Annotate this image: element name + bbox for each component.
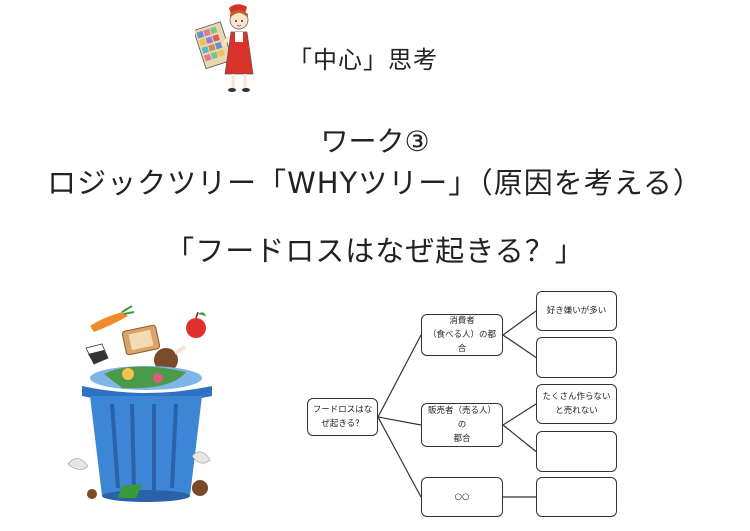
tree-reason-box-empty: [536, 337, 617, 378]
tree-branch-consumer: 消費者 （食べる人）の都合: [421, 314, 503, 356]
tree-root-text: フードロスはなぜ起きる？: [312, 405, 373, 429]
tree-reason-box: たくさん作らないと売れない: [536, 384, 617, 424]
connector-root-branch: [377, 334, 422, 418]
tree-reason-box-empty: [536, 477, 617, 517]
branch-consumer-line2: （食べる人）の都合: [427, 330, 496, 354]
connector-branch-reason: [502, 310, 537, 336]
reason-text: たくさん作らないと売れない: [542, 392, 611, 416]
branch-consumer-line1: 消費者: [449, 316, 475, 326]
question-title: 「フードロスはなぜ起きる？」: [165, 234, 585, 268]
header-label: 「中心」思考: [288, 46, 438, 74]
tree-branch-other: ○○: [421, 477, 503, 517]
tree-reason-box: 好き嫌いが多い: [536, 291, 617, 331]
connector-root-branch: [377, 416, 422, 498]
connector-branch-reason: [502, 424, 537, 452]
branch-seller-line1: 販売者（売る人）の: [427, 406, 496, 430]
connector-branch-reason: [502, 334, 537, 358]
tree-branch-seller: 販売者（売る人）の 都合: [421, 403, 503, 447]
tree-reason-box-empty: [536, 431, 617, 472]
food-waste-bin-illustration: [67, 305, 212, 502]
connector-root-branch: [377, 416, 422, 426]
branch-seller-line2: 都合: [453, 434, 471, 444]
logic-tree-title: ロジックツリー「WHYツリー」（原因を考える）: [47, 166, 703, 200]
branch-other-label: ○○: [454, 492, 470, 502]
girl-illustration: [195, 4, 254, 92]
tree-root-box: フードロスはなぜ起きる？: [307, 398, 378, 436]
connector-branch-reason: [502, 403, 537, 426]
reason-text: 好き嫌いが多い: [546, 306, 607, 316]
work-title: ワーク③: [320, 125, 430, 158]
